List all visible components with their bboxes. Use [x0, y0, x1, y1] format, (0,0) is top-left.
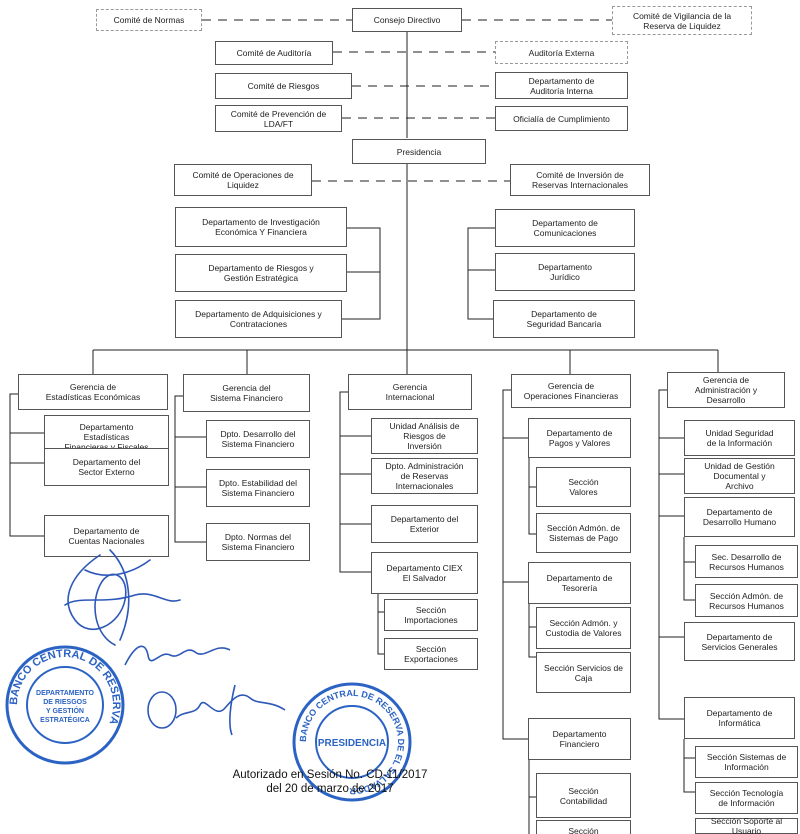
comite-vigilancia-box: Comité de Vigilancia de la Reserva de Li… [612, 6, 752, 35]
dpto-estabilidad-sf-box: Dpto. Estabilidad del Sistema Financiero [206, 469, 310, 507]
dpto-desarrollo-sf-box: Dpto. Desarrollo del Sistema Financiero [206, 420, 310, 458]
presidencia-seal: BANCO CENTRAL DE RESERVA DE EL SALVADOR … [292, 682, 412, 802]
gerencia-internacional-box: Gerencia Internacional [348, 374, 472, 410]
depto-informatica-box: Departamento de Informática [684, 697, 795, 739]
depto-ciex-box: Departamento CIEX El Salvador [371, 552, 478, 594]
seccion-valores-box: Sección Valores [536, 467, 631, 507]
seccion-contabilidad-box: Sección Contabilidad [536, 773, 631, 818]
seccion-sistemas-info-box: Sección Sistemas de Información [695, 746, 798, 778]
comite-operaciones-liquidez-box: Comité de Operaciones de Liquidez [174, 164, 312, 196]
svg-text:ESTRATÉGICA: ESTRATÉGICA [40, 715, 90, 724]
consejo-directivo-box: Consejo Directivo [352, 8, 462, 32]
seccion-programacion-box: Sección Programación y Análisis Financie… [536, 820, 631, 834]
depto-adquisiciones-box: Departamento de Adquisiciones y Contrata… [175, 300, 342, 338]
dpto-normas-sf-box: Dpto. Normas del Sistema Financiero [206, 523, 310, 561]
dpto-admin-reservas-box: Dpto. Administración de Reservas Interna… [371, 458, 478, 494]
depto-seguridad-bancaria-box: Departamento de Seguridad Bancaria [493, 300, 635, 338]
depto-comunicaciones-box: Departamento de Comunicaciones [495, 209, 635, 247]
seccion-admon-custodia-box: Sección Admón. y Custodia de Valores [536, 607, 631, 649]
seccion-importaciones-box: Sección Importaciones [384, 599, 478, 631]
comite-normas-box: Comité de Normas [96, 9, 202, 31]
depto-tesoreria-box: Departamento de Tesorería [528, 562, 631, 604]
presidencia-box: Presidencia [352, 139, 486, 164]
gerencia-operaciones-financieras-box: Gerencia de Operaciones Financieras [511, 374, 631, 408]
oficialia-cumplimiento-box: Oficialía de Cumplimiento [495, 106, 628, 131]
seccion-servicios-caja-box: Sección Servicios de Caja [536, 652, 631, 693]
authorization-line-2: del 20 de marzo de 2017 [266, 783, 394, 795]
unidad-gestion-documental-box: Unidad de Gestión Documental y Archivo [684, 458, 795, 494]
svg-text:DE RIESGOS: DE RIESGOS [43, 699, 87, 706]
gerencia-administracion-box: Gerencia de Administración y Desarrollo [667, 372, 785, 408]
seccion-soporte-usuario-box: Sección Soporte al Usuario [695, 816, 798, 834]
depto-riesgos-gestion-box: Departamento de Riesgos y Gestión Estrat… [175, 254, 347, 292]
depto-juridico-box: Departamento Jurídico [495, 253, 635, 291]
unidad-seguridad-info-box: Unidad Seguridad de la Información [684, 420, 795, 456]
authorization-line-1: Autorizado en Sesión No. CD-11/2017 [232, 769, 428, 781]
depto-financiero-box: Departamento Financiero [528, 718, 631, 760]
signature-cabrera [147, 684, 286, 736]
depto-desarrollo-humano-box: Departamento de Desarrollo Humano [684, 497, 795, 537]
depto-pagos-valores-box: Departamento de Pagos y Valores [528, 418, 631, 458]
seccion-tecnologia-info-box: Sección Tecnología de Información [695, 782, 798, 814]
svg-text:Y GESTIÓN: Y GESTIÓN [46, 706, 84, 715]
svg-text:PRESIDENCIA: PRESIDENCIA [318, 738, 386, 749]
comite-prevencion-box: Comité de Prevención de LDA/FT [215, 105, 342, 132]
gerencia-sistema-financiero-box: Gerencia del Sistema Financiero [183, 374, 310, 412]
depto-auditoria-interna-box: Departamento de Auditoría Interna [495, 72, 628, 99]
depto-sector-externo-box: Departamento del Sector Externo [44, 448, 169, 486]
depto-investigacion-box: Departamento de Investigación Económica … [175, 207, 347, 247]
comite-riesgos-box: Comité de Riesgos [215, 73, 352, 99]
depto-servicios-generales-box: Departamento de Servicios Generales [684, 622, 795, 661]
seccion-admon-sistemas-pago-box: Sección Admón. de Sistemas de Pago [536, 513, 631, 553]
gerencia-estadisticas-box: Gerencia de Estadísticas Económicas [18, 374, 168, 410]
department-seal: BANCO CENTRAL DE RESERVA DEPARTAMENTO DE… [5, 645, 125, 765]
comite-auditoria-box: Comité de Auditoría [215, 41, 333, 65]
comite-inversion-reservas-box: Comité de Inversión de Reservas Internac… [510, 164, 650, 196]
depto-exterior-box: Departamento del Exterior [371, 505, 478, 543]
signature-scribble [64, 549, 181, 646]
signature-quevedo [124, 645, 231, 666]
seccion-exportaciones-box: Sección Exportaciones [384, 638, 478, 670]
authorization-footer: Autorizado en Sesión No. CD-11/2017 del … [200, 768, 460, 796]
sec-desarrollo-rrhh-box: Sec. Desarrollo de Recursos Humanos [695, 545, 798, 578]
unidad-analisis-riesgos-box: Unidad Análisis de Riesgos de Inversión [371, 418, 478, 454]
svg-text:DEPARTAMENTO: DEPARTAMENTO [36, 690, 95, 697]
auditoria-externa-box: Auditoría Externa [495, 41, 628, 64]
seccion-admon-rrhh-box: Sección Admón. de Recursos Humanos [695, 584, 798, 617]
depto-cuentas-nacionales-box: Departamento de Cuentas Nacionales [44, 515, 169, 557]
